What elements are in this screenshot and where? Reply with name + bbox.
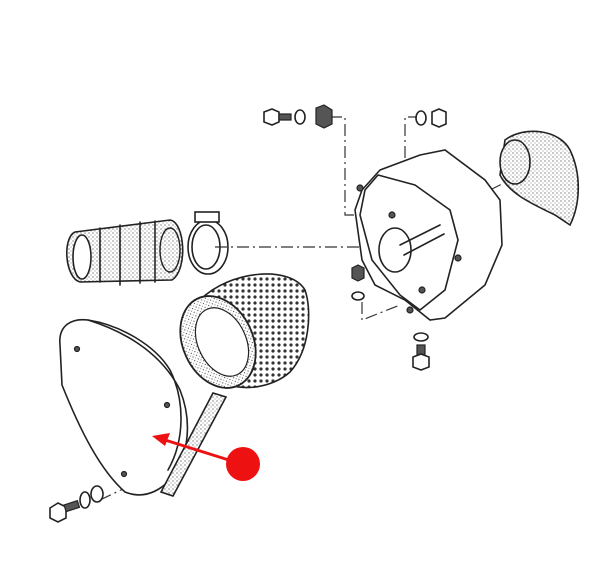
- hose-clamp: [187, 211, 229, 275]
- filter-cover-plate: [59, 318, 189, 496]
- intake-hose: [65, 219, 184, 286]
- nut: [431, 108, 447, 128]
- seal-strip: [159, 392, 228, 497]
- red-dot-marker: [226, 447, 260, 481]
- assembly-lines: [99, 116, 521, 501]
- cover-bolt-set: [49, 485, 104, 523]
- highlight-marker: [152, 433, 260, 481]
- bolt-shaft: [278, 113, 292, 121]
- top-bolt-set-left: [263, 104, 333, 129]
- housing-nut: [351, 264, 365, 301]
- washer: [294, 109, 306, 125]
- arrow-shaft: [164, 438, 233, 463]
- housing-bottom-bolt: [412, 332, 430, 371]
- washer: [415, 110, 427, 126]
- nut: [315, 104, 333, 129]
- air-filter-element: [179, 273, 310, 389]
- air-filter-housing: [354, 149, 503, 321]
- arrow-head-icon: [152, 433, 170, 446]
- bolt-head-icon: [263, 108, 280, 126]
- intake-bell: [499, 130, 580, 227]
- top-bolt-set-right: [415, 108, 447, 128]
